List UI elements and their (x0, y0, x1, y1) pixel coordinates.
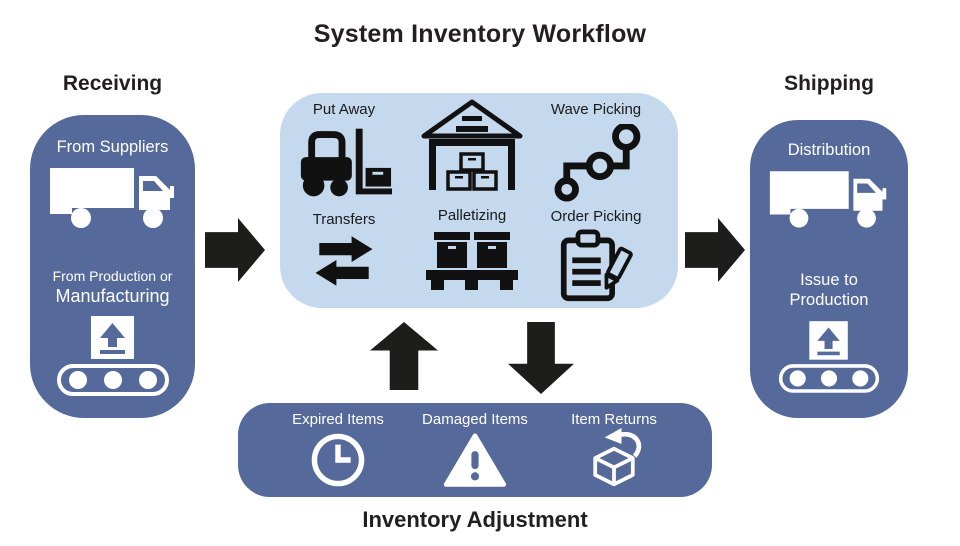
forklift-icon (295, 126, 393, 200)
page-title: System Inventory Workflow (313, 20, 647, 48)
from-production-line2: Manufacturing (55, 286, 170, 307)
wave-picking-label: Wave Picking (550, 101, 642, 118)
from-suppliers-label: From Suppliers (56, 138, 169, 156)
item-returns-label: Item Returns (571, 411, 657, 428)
shipping-panel: Distribution Issue to Production (750, 120, 908, 418)
issue-to-production-label: Issue to Production (790, 270, 869, 311)
warehouse-icon (420, 95, 524, 195)
wave-picking-group: Wave Picking (532, 101, 660, 202)
from-production-label: From Production or Manufacturing (53, 268, 173, 308)
issue-line2: Production (789, 291, 869, 310)
expired-items-group: Expired Items (268, 411, 408, 489)
palletizing-label: Palletizing (437, 207, 507, 224)
distribution-label: Distribution (787, 141, 871, 159)
inventory-adjustment-heading: Inventory Adjustment (362, 507, 588, 532)
order-picking-label: Order Picking (550, 208, 642, 225)
warning-icon (442, 433, 508, 489)
item-returns-group: Item Returns (544, 411, 684, 490)
conveyor-icon (778, 321, 880, 393)
expired-items-label: Expired Items (292, 411, 384, 428)
put-away-group: Put Away (288, 101, 400, 200)
clock-icon (309, 431, 367, 489)
box-return-icon (578, 428, 650, 490)
order-picking-group: Order Picking (532, 208, 660, 303)
pallet-icon (426, 232, 518, 292)
clipboard-pencil-icon (556, 229, 636, 303)
transfers-group: Transfers (288, 211, 400, 286)
inventory-adjustment-panel: Expired Items Damaged Items Item Returns (238, 403, 712, 497)
transfers-label: Transfers (312, 211, 376, 228)
warehouse-building-group (412, 95, 532, 195)
receiving-panel: From Suppliers From Production or Manufa… (30, 115, 195, 418)
issue-line1: Issue to (800, 270, 858, 289)
truck-icon (48, 164, 178, 230)
wave-picking-icon (551, 124, 641, 202)
damaged-items-label: Damaged Items (422, 411, 528, 428)
receiving-heading: Receiving (62, 72, 163, 95)
put-away-label: Put Away (312, 101, 376, 118)
conveyor-icon (56, 315, 170, 396)
palletizing-group: Palletizing (412, 207, 532, 292)
transfer-arrows-icon (306, 236, 382, 286)
flow-arrow-right-receiving-icon (205, 218, 265, 282)
warehouse-processes-panel: Put Away (280, 93, 678, 308)
flow-arrow-right-shipping-icon (685, 218, 745, 282)
flow-arrow-down-icon (508, 322, 574, 394)
shipping-heading: Shipping (784, 72, 874, 95)
truck-icon (768, 167, 890, 230)
damaged-items-group: Damaged Items (405, 411, 545, 489)
from-production-line1: From Production or (52, 267, 173, 284)
flow-arrow-up-icon (370, 322, 438, 390)
